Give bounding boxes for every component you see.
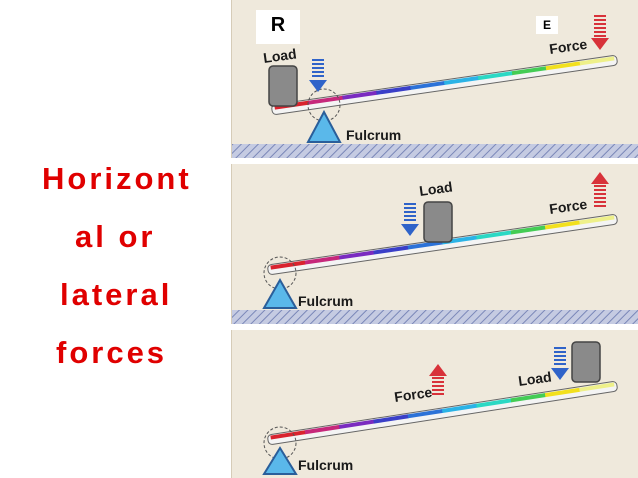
lever-bar-stripe <box>545 61 581 71</box>
lever-bar-stripe <box>304 255 341 265</box>
lever-bar-stripe <box>407 408 443 419</box>
lever-bar-stripe <box>579 215 615 225</box>
load-arrow-down <box>309 59 327 92</box>
load-arrow-down <box>551 347 569 380</box>
lever-bar-stripe <box>339 250 375 260</box>
lever-bar-stripe <box>304 424 341 435</box>
effort-marker: E <box>536 16 558 34</box>
fulcrum-triangle <box>262 277 298 309</box>
lever-bar-stripe <box>511 66 547 76</box>
pivot-circle <box>263 426 297 460</box>
lever-panel-second-class: Load Force Fulcrum <box>231 164 638 324</box>
lever-bar-stripe <box>441 235 478 245</box>
lever-bar-stripe <box>477 71 513 81</box>
pivot-circle <box>263 256 297 290</box>
lever-bar <box>271 55 618 115</box>
load-label: Load <box>418 178 453 199</box>
lever-bar-stripe <box>510 225 546 235</box>
lever-bar-stripe <box>270 260 306 270</box>
lever-bar-stripe <box>441 403 478 413</box>
lever-bar-stripe <box>338 419 375 429</box>
lever-bar-stripe <box>410 80 445 90</box>
load-block <box>423 201 453 243</box>
load-label: Load <box>517 368 552 389</box>
ground <box>232 310 638 324</box>
lever-bar-stripe <box>510 393 546 403</box>
force-arrow-down <box>591 15 609 50</box>
lever-bar-stripe <box>544 220 581 230</box>
title-line: lateral <box>60 277 173 312</box>
lever-bar-stripe <box>342 90 378 100</box>
load-block <box>571 341 601 383</box>
lever-panel-first-class: Load Force Fulcrum R E <box>231 0 638 158</box>
lever-bar-stripe <box>476 230 512 240</box>
lever-bar-stripe <box>376 85 412 95</box>
lever-panel-third-class: Load Force Fulcrum <box>231 330 638 478</box>
title-line: al or <box>75 219 156 254</box>
lever-bar-stripe <box>476 398 512 408</box>
fulcrum-triangle <box>262 446 298 475</box>
lever-bar <box>267 381 618 445</box>
fulcrum-triangle <box>306 109 342 143</box>
lever-bar-stripe <box>308 95 344 105</box>
lever-bar-stripe <box>579 56 615 66</box>
force-label: Force <box>393 384 433 405</box>
lever-bar-stripe <box>373 414 409 424</box>
pivot-circle <box>307 88 341 122</box>
lever-bar-stripe <box>270 430 306 440</box>
force-label: Force <box>548 196 588 217</box>
load-arrow-down <box>401 203 419 236</box>
force-arrow-up <box>591 172 609 207</box>
fulcrum-label: Fulcrum <box>346 127 401 143</box>
load-label: Load <box>262 45 297 66</box>
lever-diagram: Load Force Fulcrum <box>232 172 638 324</box>
load-block <box>268 65 298 107</box>
lever-bar-stripe <box>544 387 581 398</box>
lever-bar-stripe <box>373 245 409 255</box>
fulcrum-label: Fulcrum <box>298 457 353 473</box>
lever-diagram: Load Force Fulcrum <box>232 15 638 158</box>
title-line: forces <box>56 335 168 370</box>
force-arrow-up <box>429 364 447 395</box>
lever-diagram: Load Force Fulcrum <box>262 341 618 475</box>
title-line: Horizont <box>42 161 192 196</box>
lever-bar-stripe <box>443 76 479 85</box>
ground <box>232 144 638 158</box>
fulcrum-label: Fulcrum <box>298 293 353 309</box>
force-label: Force <box>548 36 588 57</box>
resistance-marker: R <box>256 10 300 44</box>
lever-bar-stripe <box>579 382 615 392</box>
